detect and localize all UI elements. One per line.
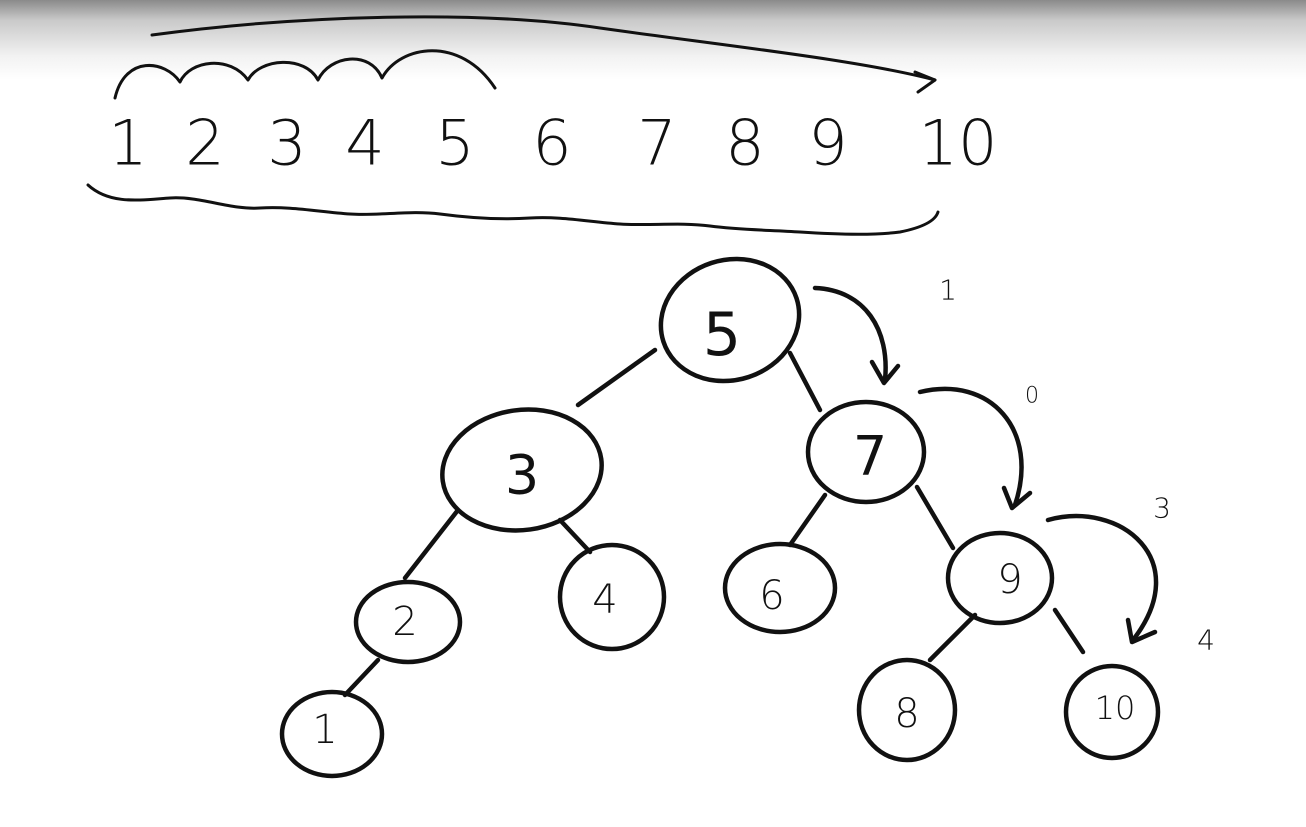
edge-5-7 [787, 350, 823, 413]
arrow-7-to-9-head [1001, 485, 1033, 511]
arrow-5-to-7-head [869, 359, 901, 386]
node-circle-9 [945, 530, 1055, 626]
node-circle-5 [658, 256, 802, 384]
sequence-number-8: 8 [725, 107, 764, 180]
node-label-8: 8 [894, 691, 919, 737]
range-arrow-head [913, 70, 937, 94]
tree-node-circles [279, 256, 1161, 779]
node-circle-2 [353, 579, 463, 665]
sequence-number-2: 2 [185, 107, 224, 180]
node-circle-6 [722, 541, 838, 635]
range-arrow [150, 15, 937, 82]
edge-3-4 [557, 517, 593, 555]
sequence-annotations [86, 15, 940, 236]
traversal-arrows [812, 285, 1159, 645]
sequence-number-4: 4 [345, 107, 384, 180]
node-label-2: 2 [392, 599, 417, 645]
node-label-10: 10 [1095, 689, 1136, 727]
sequence-number-7: 7 [637, 107, 676, 180]
node-label-1: 1 [312, 707, 337, 753]
tree-edges [342, 347, 1086, 698]
step-label-0: 0 [1025, 384, 1039, 409]
node-label-5: 5 [703, 300, 741, 370]
edge-7-6 [787, 492, 828, 548]
edge-9-10 [1052, 607, 1086, 655]
scallop-arcs [113, 49, 497, 100]
node-label-3: 3 [505, 444, 539, 507]
node-circle-7 [805, 399, 927, 505]
node-circle-4 [557, 542, 667, 652]
node-label-9: 9 [997, 557, 1022, 603]
step-annotations: 1 0 3 4 [939, 274, 1215, 657]
arrow-9-to-10-head [1125, 617, 1158, 645]
arrow-9-to-10 [1045, 513, 1159, 643]
sequence-number-10: 10 [919, 107, 998, 180]
node-label-6: 6 [759, 573, 784, 619]
top-shadow [0, 0, 1306, 80]
edge-7-9 [914, 484, 956, 551]
tree-node-labels: 5 3 7 2 4 6 9 1 8 10 [312, 300, 1135, 753]
sequence-number-5: 5 [435, 107, 474, 180]
node-label-4: 4 [592, 577, 617, 623]
node-label-7: 7 [853, 425, 887, 488]
edge-9-8 [927, 612, 978, 663]
wavy-underline [86, 183, 940, 236]
sequence-number-1: 1 [108, 107, 147, 180]
step-label-4: 4 [1197, 624, 1215, 657]
sequence-number-9: 9 [808, 107, 847, 180]
arrow-7-to-9 [917, 386, 1024, 508]
step-label-3: 3 [1153, 492, 1171, 525]
edge-3-2 [402, 507, 461, 581]
edge-2-1 [342, 657, 381, 698]
node-circle-1 [279, 689, 385, 779]
step-label-1: 1 [939, 274, 957, 307]
arrow-5-to-7 [812, 285, 888, 383]
sequence-number-3: 3 [267, 107, 306, 180]
node-circle-3 [440, 407, 604, 533]
node-circle-8 [856, 657, 958, 763]
node-circle-10 [1063, 663, 1161, 761]
sequence-number-6: 6 [532, 107, 571, 180]
edge-5-3 [575, 347, 658, 408]
